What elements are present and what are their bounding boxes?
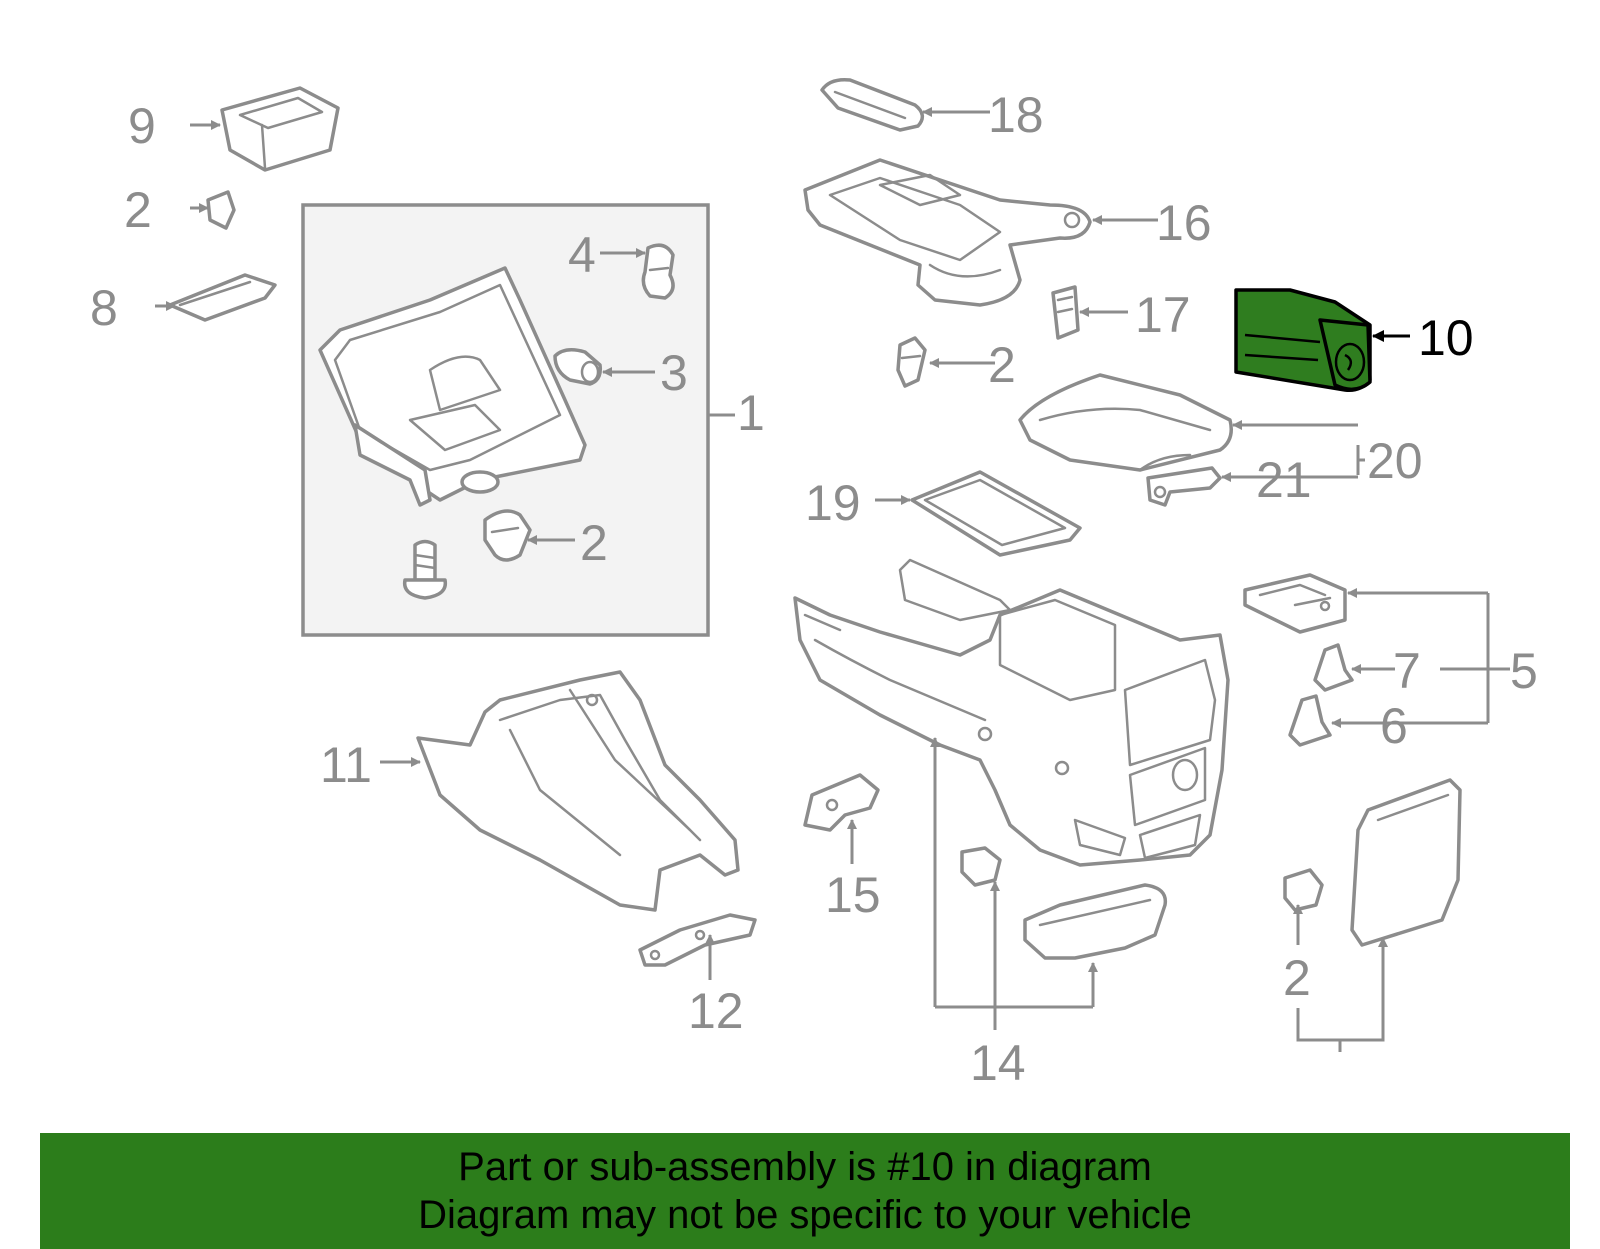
part-15-pad: [820, 77, 925, 132]
part-7-clip: [1313, 643, 1354, 692]
callout-15: 18: [988, 87, 1044, 143]
part-17-bracket: [803, 773, 880, 832]
callout-9: 9: [128, 98, 156, 154]
callout-2-top: 2: [124, 182, 152, 238]
banner-line-1: Part or sub-assembly is #10 in diagram: [458, 1145, 1152, 1189]
callout-19: 20: [1367, 433, 1423, 489]
part-16-clip: [960, 846, 1002, 887]
part-6-clip: [1288, 694, 1332, 747]
info-banner: Part or sub-assembly is #10 in diagram D…: [40, 1133, 1570, 1249]
callout-17: 15: [825, 867, 881, 923]
callout-4: 4: [568, 227, 596, 283]
part-4-clip: [641, 243, 675, 300]
part-1-upper-console-panel: [318, 266, 587, 507]
callout-3: 3: [660, 345, 688, 401]
callout-8: 8: [90, 280, 118, 336]
callout-2-lower-right: 2: [1283, 950, 1311, 1006]
part-12-bracket: [638, 913, 757, 967]
part-19-armrest-lid: [1018, 373, 1233, 472]
part-2-clip-box: [483, 509, 532, 562]
part-2-clip-center: [896, 336, 927, 388]
callout-14: 17: [1135, 287, 1191, 343]
banner-line-2: Diagram may not be specific to your vehi…: [418, 1193, 1192, 1237]
callout-1: 1: [737, 385, 765, 441]
part-21-side-panel: [1350, 778, 1462, 947]
part-8-trim-strip: [168, 273, 277, 322]
callout-2-center: 2: [988, 337, 1016, 393]
callout-5: 5: [1510, 643, 1538, 699]
part-16-console-body: [793, 558, 1230, 867]
part-10-highlighted: [1234, 288, 1372, 393]
callout-20: 21: [1256, 452, 1312, 508]
leader-lines: [155, 107, 1510, 1052]
part-16-lower-trim: [1023, 883, 1168, 960]
callout-6: 6: [1380, 698, 1408, 754]
screw-part: [402, 539, 448, 600]
part-20-hinge: [1146, 466, 1222, 507]
callout-16: 14: [970, 1035, 1026, 1091]
part-2-clip-top: [206, 190, 236, 230]
callout-2-box: 2: [580, 515, 608, 571]
part-18-tray-mat: [910, 470, 1082, 557]
callout-7: 7: [1393, 643, 1421, 699]
callout-10: 10: [1418, 310, 1474, 366]
callout-12: 12: [688, 983, 744, 1039]
part-14-switch-bezel: [1051, 285, 1080, 340]
part-2-clip-lower-right: [1283, 868, 1324, 912]
callout-11: 11: [320, 737, 372, 793]
part-9-cup-holder: [220, 86, 340, 172]
callout-13: 16: [1156, 195, 1212, 251]
part-11-lower-console: [416, 670, 740, 912]
part-3-plug: [553, 348, 603, 386]
callout-18: 19: [805, 475, 861, 531]
part-5-switch: [1243, 573, 1347, 634]
callout-labels: 9 2 8 4 3 2 1 18 16 17 2 10 20 21 19 5 7…: [90, 87, 1538, 1091]
part-13-shift-bezel: [803, 158, 1092, 307]
